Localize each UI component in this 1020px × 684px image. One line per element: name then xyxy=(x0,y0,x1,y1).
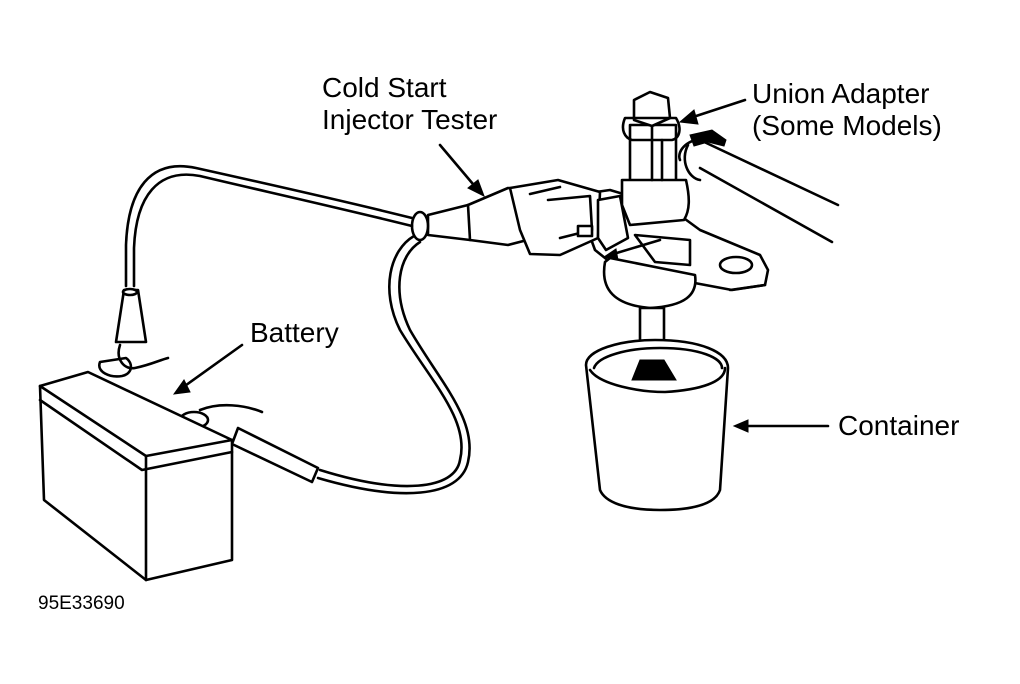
leader-arrows xyxy=(172,98,830,433)
test-wire-positive xyxy=(124,165,414,288)
label-union-line1: Union Adapter xyxy=(752,78,930,109)
positive-clip xyxy=(98,287,170,378)
test-wire-negative xyxy=(316,234,471,495)
label-cold-start-injector-tester: Cold Start Injector Tester xyxy=(322,72,497,136)
battery xyxy=(38,370,234,582)
fuel-line xyxy=(678,138,840,244)
label-tester-line1: Cold Start xyxy=(322,72,447,103)
label-union-line2: (Some Models) xyxy=(752,110,942,141)
label-battery: Battery xyxy=(250,317,339,348)
tester-connector xyxy=(410,178,630,257)
label-tester-line2: Injector Tester xyxy=(322,104,498,135)
label-union-adapter: Union Adapter (Some Models) xyxy=(752,78,942,142)
container xyxy=(584,338,730,512)
label-container: Container xyxy=(838,410,960,441)
figure-id: 95E33690 xyxy=(38,593,125,614)
hose-clamp xyxy=(683,129,727,182)
